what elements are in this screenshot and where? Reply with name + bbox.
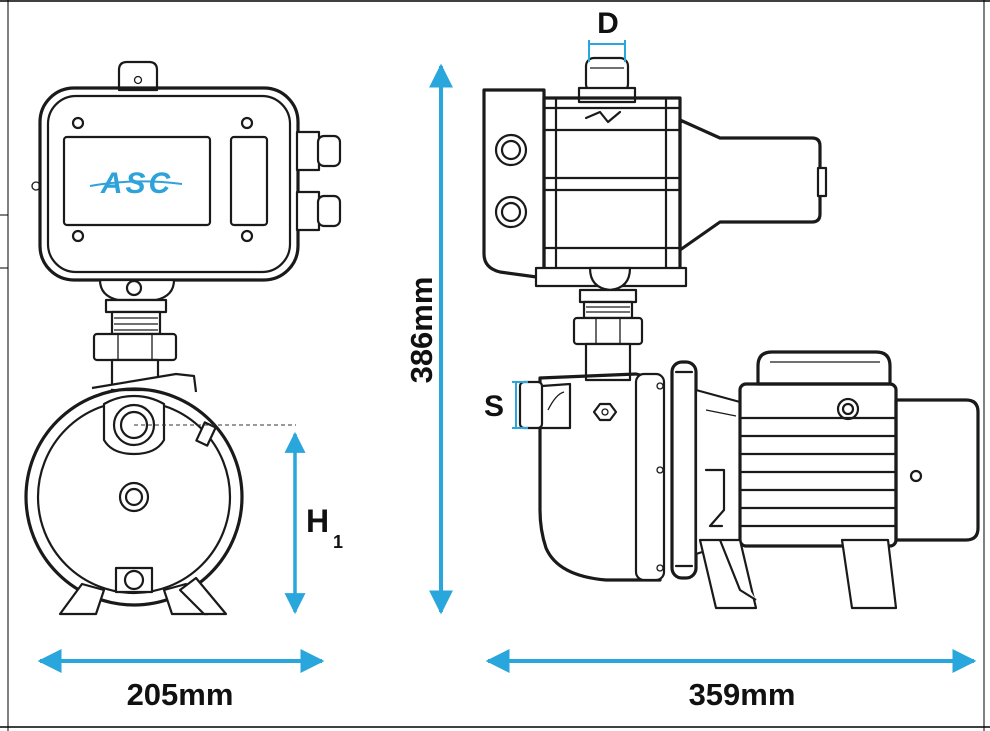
width-dimension: 205mm <box>37 649 325 712</box>
pump-feet-side <box>698 538 898 610</box>
pump-casing-side <box>518 372 666 582</box>
clamp-ring <box>670 360 698 580</box>
pump-front-view: ASC <box>24 60 342 616</box>
screw-icon <box>71 116 254 243</box>
outlet-dimension: D <box>588 7 626 62</box>
suction-height-dimension: H 1 <box>284 431 343 615</box>
pump-side-view <box>482 56 980 610</box>
connection-fitting-side <box>572 266 644 382</box>
motor-adapter <box>694 388 742 556</box>
pump-housing-front <box>24 372 244 607</box>
brand-logo: ASC <box>89 167 183 200</box>
length-dimension: 359mm <box>485 649 977 712</box>
outlet-pipe <box>577 56 637 104</box>
height-dimension: 386mm <box>404 63 453 615</box>
outlet-label: D <box>597 7 619 40</box>
suction-height-subscript: 1 <box>333 532 343 552</box>
inlet-label: S <box>484 390 504 423</box>
pressure-controller-front: ASC <box>31 86 342 282</box>
width-label: 205mm <box>127 677 234 712</box>
motor-body <box>738 350 980 548</box>
connection-fitting-front <box>92 278 178 392</box>
mounting-tab <box>117 60 159 92</box>
pressure-controller-side <box>482 88 828 288</box>
height-label: 386mm <box>404 277 439 384</box>
pump-feet-front <box>58 576 228 616</box>
length-label: 359mm <box>689 677 796 712</box>
inlet-dimension: S <box>484 381 528 429</box>
suction-height-label: H <box>306 503 329 539</box>
